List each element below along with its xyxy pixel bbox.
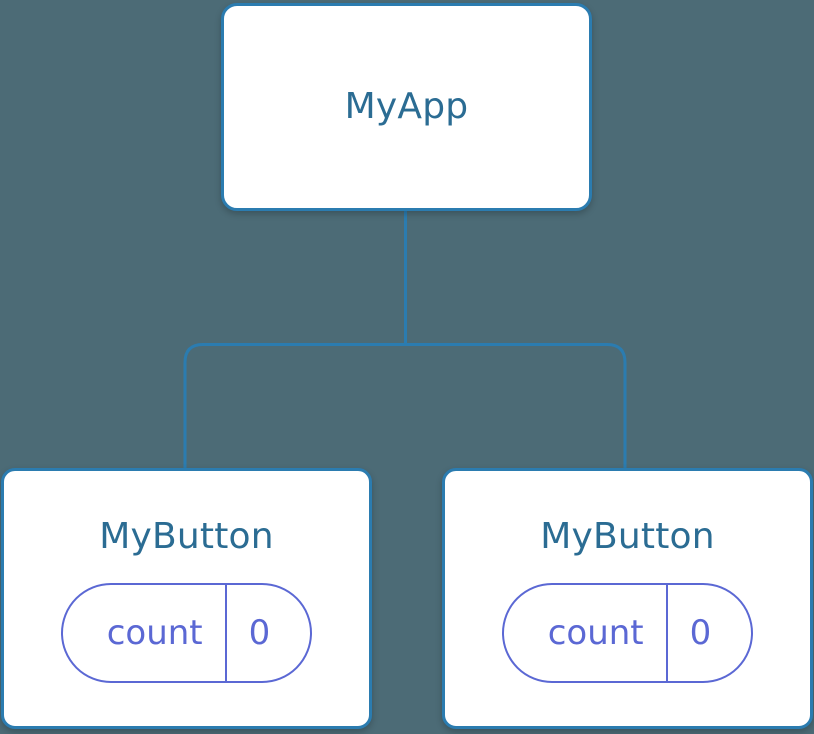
edge-root-to-child-0: [183, 343, 406, 470]
state-value: 0: [665, 584, 752, 681]
state-value: 0: [224, 584, 311, 681]
state-key: count: [106, 612, 203, 653]
component-node-title: MyButton: [99, 515, 274, 557]
component-node-title: MyButton: [540, 515, 715, 557]
component-node-child-0[interactable]: MyButton count 0: [1, 468, 372, 729]
state-key: count: [547, 612, 644, 653]
component-node-title: MyApp: [344, 86, 469, 127]
component-node-root[interactable]: MyApp: [221, 3, 592, 211]
state-pill[interactable]: count 0: [501, 582, 754, 683]
edge-root-to-child-1: [405, 343, 627, 470]
state-pill[interactable]: count 0: [60, 582, 313, 683]
component-node-child-1[interactable]: MyButton count 0: [442, 468, 813, 729]
